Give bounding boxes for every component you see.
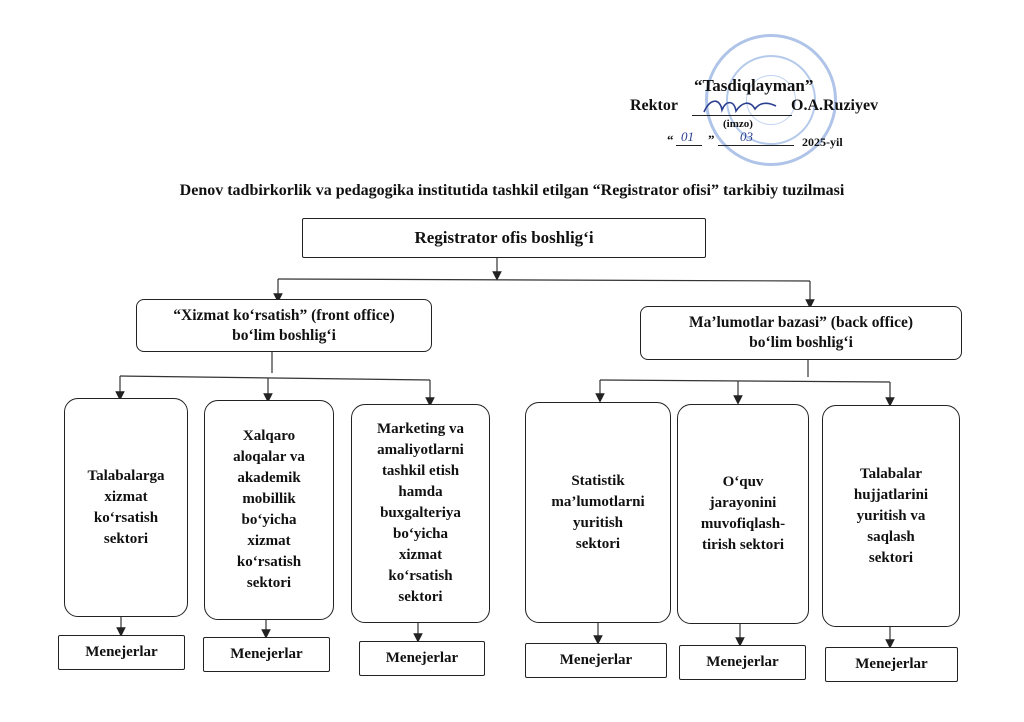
manager-box: Menejerlar: [679, 645, 806, 680]
manager-label: Menejerlar: [706, 654, 779, 670]
date-month: 03: [740, 129, 753, 144]
date-quote-close: ”: [708, 132, 715, 147]
manager-box: Menejerlar: [58, 635, 185, 670]
department-back-office: Ma’lumotlar bazasi” (back office) bo‘lim…: [640, 306, 962, 360]
approval-heading: “Tasdiqlayman”: [694, 76, 814, 95]
approval-role: Rektor: [630, 97, 678, 114]
sector-label: Talabalarga xizmat ko‘rsatish sektori: [87, 467, 165, 547]
manager-box: Menejerlar: [359, 641, 485, 676]
page-title: Denov tadbirkorlik va pedagogika institu…: [179, 182, 845, 199]
date-day: 01: [681, 129, 694, 144]
manager-box: Menejerlar: [203, 637, 330, 672]
institution-stamp: [705, 34, 837, 166]
sector-box: Marketing va amaliyotlarni tashkil etish…: [351, 404, 490, 623]
date-day-line: [676, 145, 702, 146]
head-label: Registrator ofis boshlig‘i: [414, 228, 594, 247]
signature-label: (imzo): [723, 118, 753, 130]
manager-label: Menejerlar: [85, 644, 158, 660]
sector-label: Marketing va amaliyotlarni tashkil etish…: [376, 421, 465, 605]
sector-label: Xalqaro aloqalar va akademik mobillik bo…: [233, 428, 305, 591]
department-label: “Xizmat ko‘rsatish” (front office) bo‘li…: [173, 306, 395, 344]
sector-label: O‘quv jarayonini muvofiqlash- tirish sek…: [700, 474, 786, 553]
manager-label: Menejerlar: [559, 652, 633, 668]
department-front-office: “Xizmat ko‘rsatish” (front office) bo‘li…: [136, 299, 432, 352]
date-quote-open: “: [667, 132, 674, 147]
approval-name: O.A.Ruziyev: [791, 97, 879, 114]
sector-label: Talabalar hujjatlarini yuritish va saqla…: [853, 465, 929, 566]
sector-box: O‘quv jarayonini muvofiqlash- tirish sek…: [677, 404, 809, 624]
manager-label: Menejerlar: [855, 656, 928, 672]
sector-box: Talabalar hujjatlarini yuritish va saqla…: [822, 405, 960, 627]
date-month-line: [718, 145, 794, 146]
sector-box: Xalqaro aloqalar va akademik mobillik bo…: [204, 400, 334, 620]
manager-box: Menejerlar: [525, 643, 667, 678]
sector-box: Talabalarga xizmat ko‘rsatish sektori: [64, 398, 188, 617]
sector-label: Statistik ma’lumotlarni yuritish sektori: [551, 472, 645, 552]
manager-label: Menejerlar: [230, 646, 303, 662]
department-label: Ma’lumotlar bazasi” (back office) bo‘lim…: [689, 314, 913, 351]
sector-box: Statistik ma’lumotlarni yuritish sektori: [525, 402, 671, 623]
head-box: Registrator ofis boshlig‘i: [302, 218, 706, 258]
rector-signature: [703, 100, 777, 114]
date-year: 2025-yil: [802, 135, 843, 149]
signature-line: [692, 115, 792, 116]
manager-box: Menejerlar: [825, 647, 958, 682]
manager-label: Menejerlar: [385, 650, 459, 666]
